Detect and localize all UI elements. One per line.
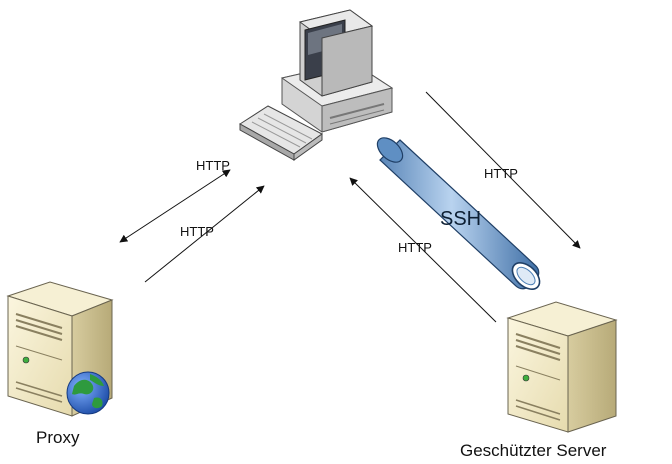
client-computer-icon	[239, 9, 394, 161]
globe-icon	[66, 371, 110, 415]
proxy-client-bottom-label: HTTP	[180, 224, 214, 239]
proxy-client-top-label: HTTP	[196, 158, 230, 173]
server-inner-arrow	[349, 177, 497, 323]
server-inner-label: HTTP	[398, 240, 432, 255]
ssh-tunnel	[376, 137, 541, 290]
server-label: Geschützter Server	[460, 441, 607, 460]
protected-server-icon	[506, 301, 618, 433]
proxy-client-arrow-top	[119, 169, 231, 243]
ssh-label: SSH	[440, 208, 481, 230]
server-outer-arrow	[425, 91, 581, 249]
proxy-client-arrow-bottom	[144, 185, 265, 283]
server-outer-label: HTTP	[484, 166, 518, 181]
proxy-label: Proxy	[36, 428, 80, 447]
